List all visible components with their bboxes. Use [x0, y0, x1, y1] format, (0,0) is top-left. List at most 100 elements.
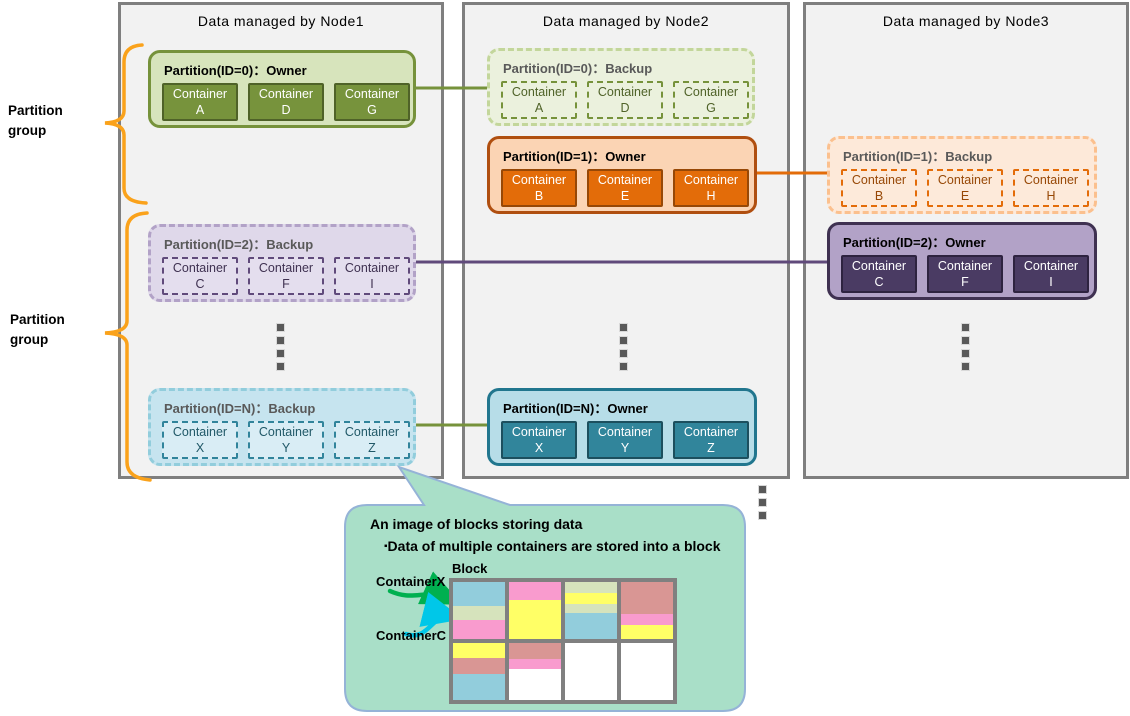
container-word: Container — [937, 173, 993, 187]
partition-title: Partition(ID=1)：Owner — [503, 149, 646, 164]
block-label: Block — [452, 561, 488, 576]
block-stripe-blue — [453, 582, 505, 606]
container-word: Container — [258, 425, 314, 439]
block-stripe-pink — [621, 614, 673, 626]
block-stripe-rose — [621, 582, 673, 615]
container-word: Container — [683, 173, 739, 187]
ellipsis-dots — [758, 485, 767, 520]
container-word: Container — [344, 87, 400, 101]
block-stripe-yellow — [509, 600, 561, 639]
container-word: Container — [851, 173, 907, 187]
container-word: Container — [258, 87, 314, 101]
container-letter: I — [1049, 275, 1053, 289]
container-letter: B — [534, 189, 544, 203]
container-letter: H — [1046, 189, 1056, 203]
container-letter: E — [620, 189, 630, 203]
container-letter: A — [534, 101, 544, 115]
container-letter: C — [195, 277, 205, 291]
block-cell-7 — [565, 643, 617, 700]
container-word: Container — [683, 85, 739, 99]
partition-title: Partition(ID=0)：Owner — [164, 63, 307, 78]
container-word: Container — [172, 261, 228, 275]
block-stripe-white — [565, 643, 617, 700]
container-word: Container — [683, 425, 739, 439]
block-stripe-blue — [565, 613, 617, 639]
block-grid — [449, 578, 677, 704]
block-stripe-yellow — [621, 625, 673, 639]
container-letter: X — [534, 441, 544, 455]
container-word: Container — [597, 85, 653, 99]
block-cell-2 — [509, 582, 561, 639]
block-stripe-pink — [453, 619, 505, 639]
container-word: Container — [597, 173, 653, 187]
container-word: Container — [258, 261, 314, 275]
container-word: Container — [511, 85, 567, 99]
partition-group-brace-2 — [104, 211, 152, 482]
container-letter: I — [370, 277, 374, 291]
block-stripe-rose — [453, 657, 505, 675]
container-word: Container — [597, 425, 653, 439]
node2-title: Data managed by Node2 — [542, 13, 710, 29]
container-letter: F — [961, 275, 969, 289]
container-letter: Y — [281, 441, 291, 455]
partition-title: Partition(ID=N)：Backup — [164, 401, 316, 416]
containerc-label: ContainerC — [376, 628, 447, 643]
container-letter: G — [367, 103, 377, 117]
block-stripe-pink — [509, 658, 561, 670]
container-letter: F — [282, 277, 290, 291]
container-word: Container — [1023, 259, 1079, 273]
bubble-line1: An image of blocks storing data — [370, 516, 583, 532]
partition-title: Partition(ID=1)：Backup — [843, 149, 993, 164]
block-stripe-palegreen — [565, 582, 617, 594]
block-cell-4 — [621, 582, 673, 639]
container-letter: H — [706, 189, 716, 203]
block-stripe-palegreen — [565, 604, 617, 614]
partition-group-brace-1 — [104, 43, 148, 205]
container-letter: Z — [368, 441, 376, 455]
block-cell-1 — [453, 582, 505, 639]
container-letter: D — [620, 101, 630, 115]
bubble-line2: ▪Data of multiple containers are stored … — [384, 538, 721, 554]
block-cell-8 — [621, 643, 673, 700]
partition-title: Partition(ID=2)：Owner — [843, 235, 986, 250]
ellipsis-dots — [961, 323, 970, 371]
block-stripe-blue — [453, 674, 505, 700]
container-letter: G — [706, 101, 716, 115]
containerc-arrow — [403, 592, 464, 638]
container-letter: X — [195, 441, 205, 455]
container-letter: C — [874, 275, 884, 289]
container-letter: B — [874, 189, 884, 203]
container-letter: A — [195, 103, 205, 117]
container-word: Container — [851, 259, 907, 273]
container-letter: Y — [620, 441, 630, 455]
node1-title: Data managed by Node1 — [197, 13, 365, 29]
block-stripe-pink — [509, 582, 561, 601]
ellipsis-dots — [276, 323, 285, 371]
partition-title: Partition(ID=0)：Backup — [503, 61, 653, 76]
